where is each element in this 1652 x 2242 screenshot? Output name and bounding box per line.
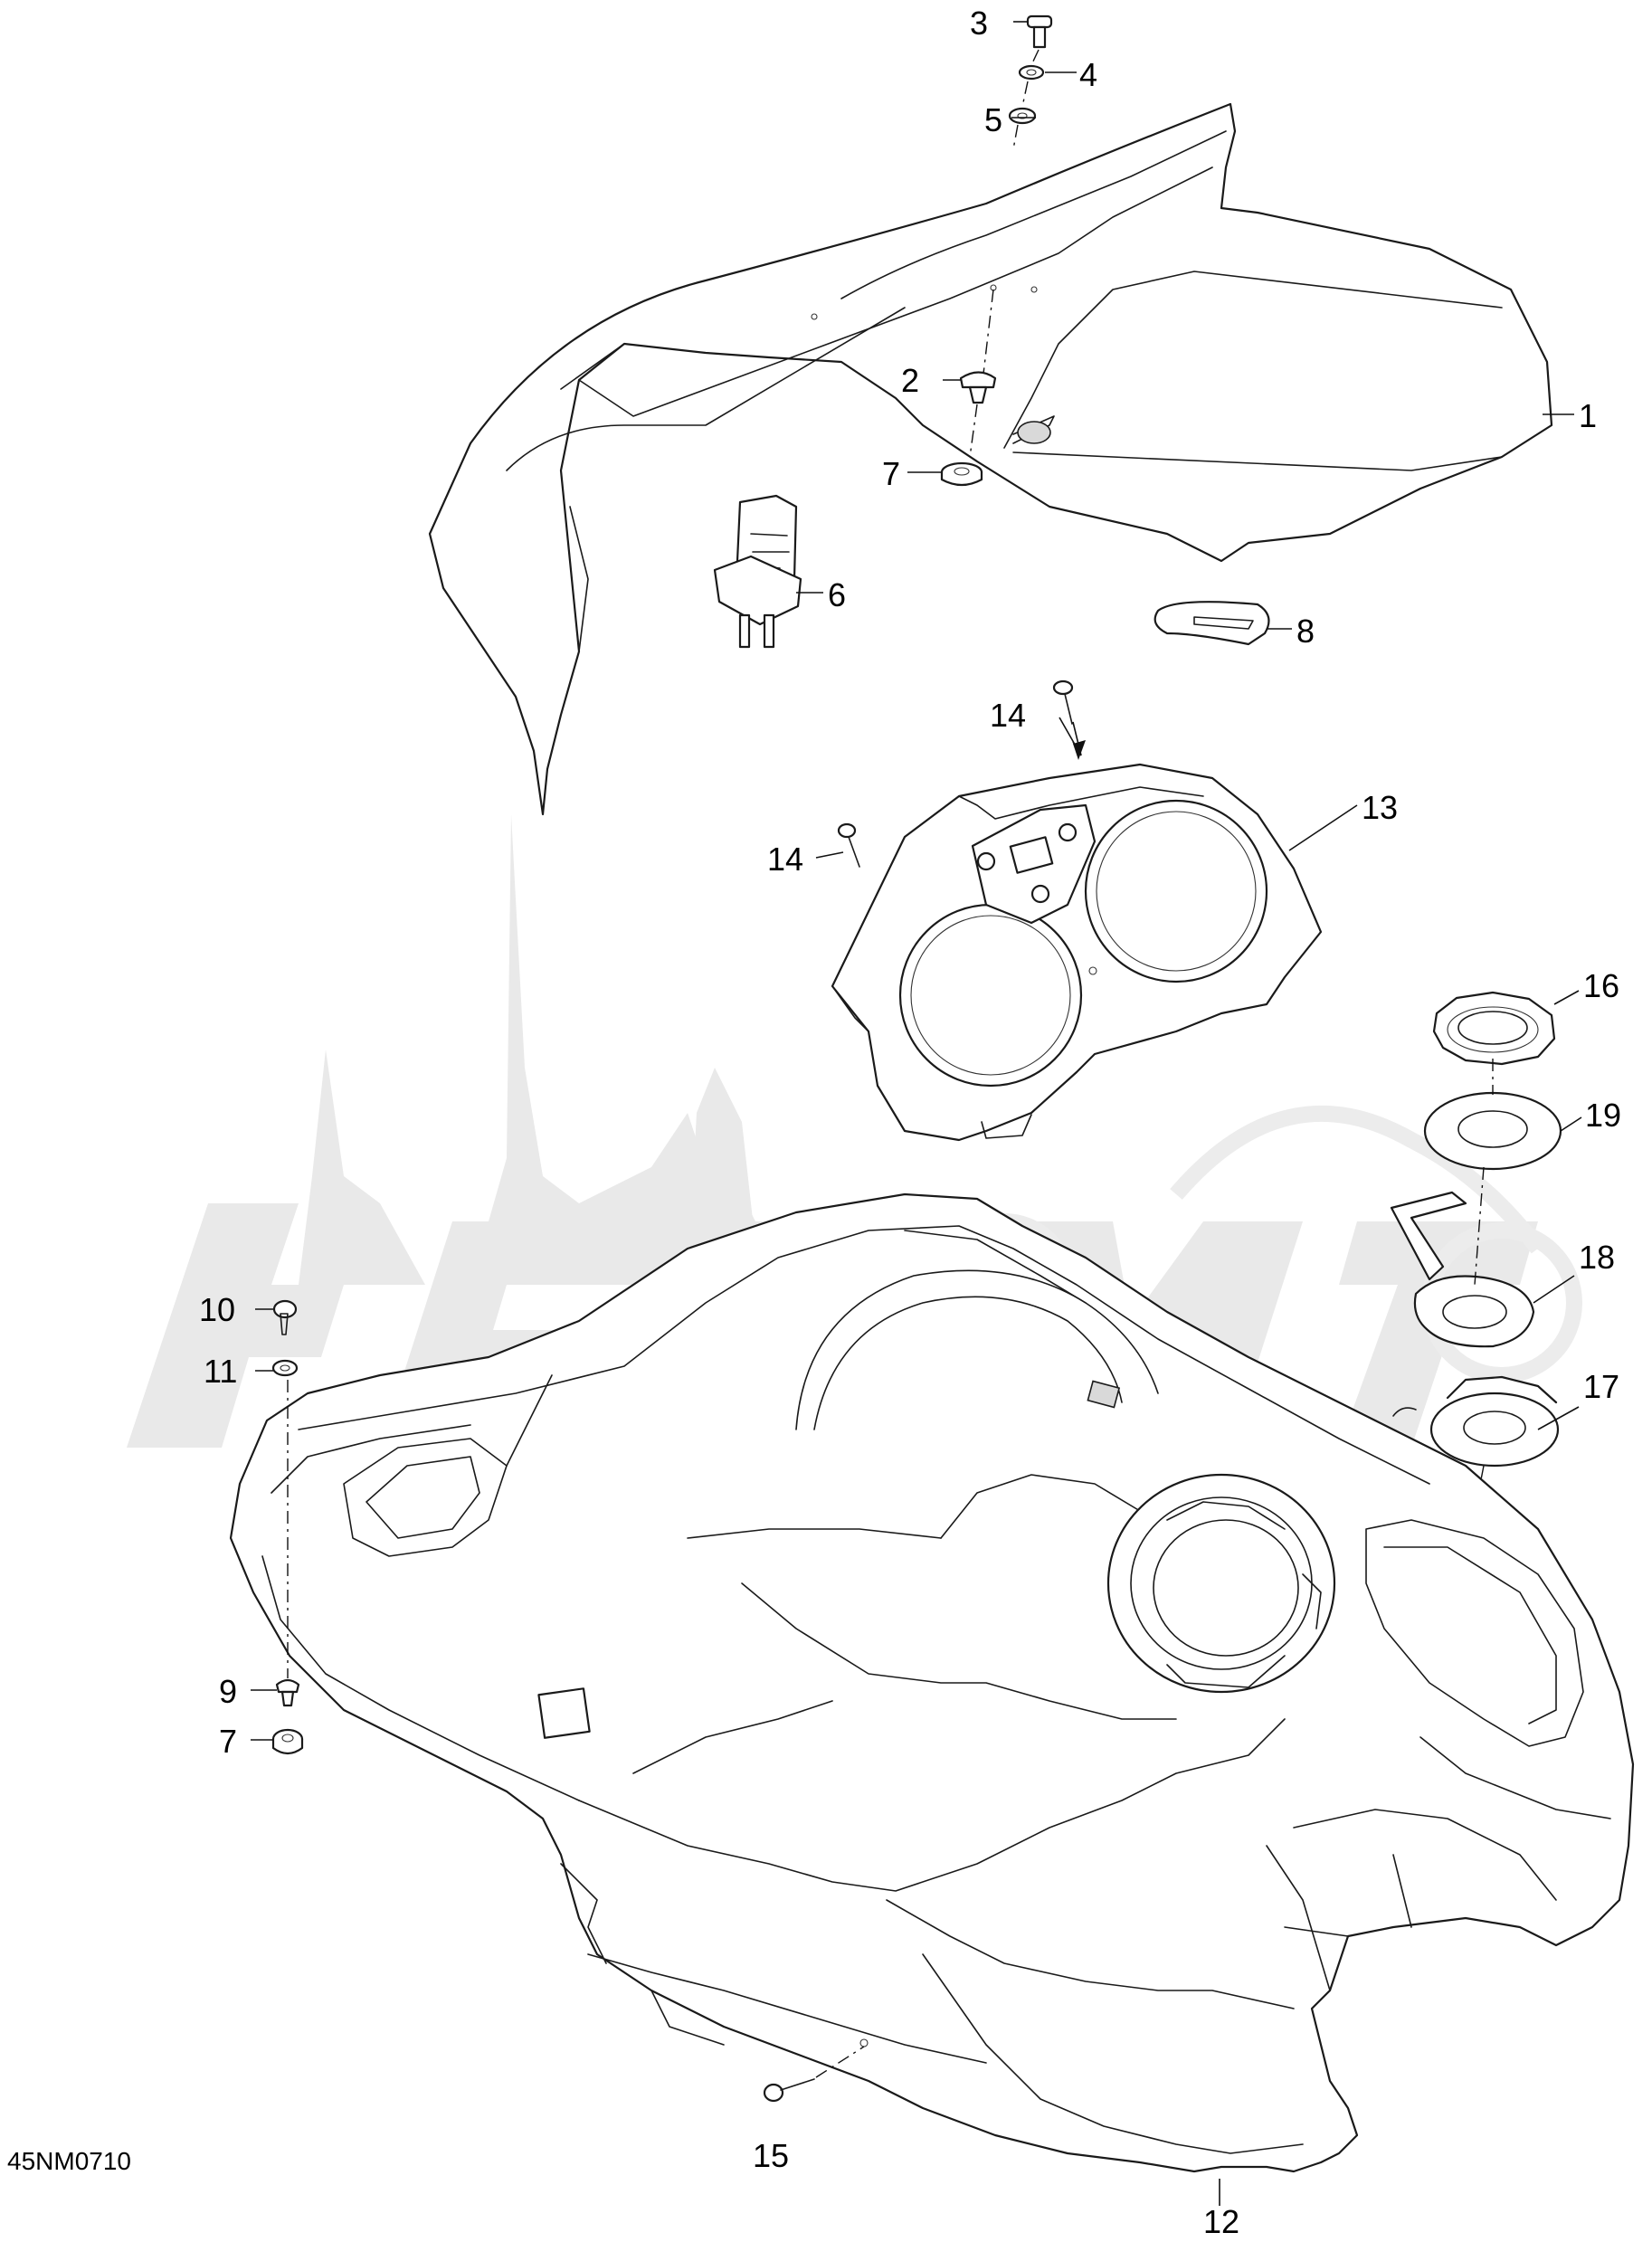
- callout-7-top: 7: [882, 455, 900, 492]
- callout-18: 18: [1579, 1239, 1615, 1276]
- callout-15: 15: [753, 2137, 789, 2174]
- bracket-18-icon: [1390, 1191, 1535, 1348]
- callout-7-bottom: 7: [219, 1723, 237, 1760]
- callout-4: 4: [1079, 56, 1097, 93]
- fastener-axis-top: [1012, 49, 1040, 150]
- diagram-code: 45NM0710: [7, 2147, 131, 2175]
- callout-labels: 3 4 5 1 2 7 6 8 14 14 13 16 19 18 17 10 …: [7, 5, 1621, 2240]
- nut-16-icon: [1432, 991, 1556, 1066]
- washer-11-icon: [271, 1359, 299, 1377]
- callout-14-left: 14: [767, 841, 803, 878]
- grommet-7-bottom-icon: [271, 1728, 304, 1755]
- gauge-support-13: [831, 763, 1323, 1142]
- leader-arrowhead: [1073, 740, 1086, 760]
- washer-19-icon: [1423, 1091, 1562, 1171]
- screw-14-left-icon: [837, 822, 860, 868]
- callout-12: 12: [1203, 2203, 1239, 2240]
- washer-5-icon: [1008, 107, 1037, 125]
- callout-14-top: 14: [990, 697, 1026, 734]
- callout-16: 16: [1583, 967, 1619, 1004]
- fastener-axis-7a: [969, 404, 978, 458]
- callout-3: 3: [970, 5, 988, 42]
- upper-cowl-part: [428, 102, 1553, 816]
- fastener-axis-15: [815, 2046, 865, 2078]
- callout-19: 19: [1585, 1097, 1621, 1134]
- callout-1: 1: [1579, 397, 1597, 434]
- mirror-mount-6-icon: [713, 494, 802, 649]
- screw-14-top-icon: [1052, 679, 1074, 725]
- callout-17: 17: [1583, 1368, 1619, 1405]
- washer-4-icon: [1018, 64, 1045, 81]
- callout-10: 10: [199, 1291, 235, 1328]
- screw-10-icon: [272, 1299, 298, 1335]
- rivet-9-icon: [275, 1678, 300, 1707]
- callout-8: 8: [1296, 613, 1315, 650]
- callout-11: 11: [204, 1353, 237, 1390]
- clip-8-icon: [1154, 601, 1270, 646]
- seal-ring-17-icon: [1392, 1375, 1560, 1468]
- screw-3-icon: [1026, 14, 1053, 49]
- lower-console-part-12: [229, 1192, 1635, 2173]
- callout-2: 2: [901, 362, 919, 399]
- callout-13: 13: [1362, 789, 1398, 826]
- callout-6: 6: [828, 576, 846, 613]
- leader-lines: [251, 21, 1582, 2206]
- callout-9: 9: [219, 1673, 237, 1710]
- screw-15-icon: [763, 2078, 815, 2103]
- callout-5: 5: [984, 101, 1002, 138]
- fastener-axis-19: [1474, 1166, 1485, 1286]
- grommet-7-top-icon: [940, 461, 983, 487]
- rivet-2-icon: [959, 371, 997, 404]
